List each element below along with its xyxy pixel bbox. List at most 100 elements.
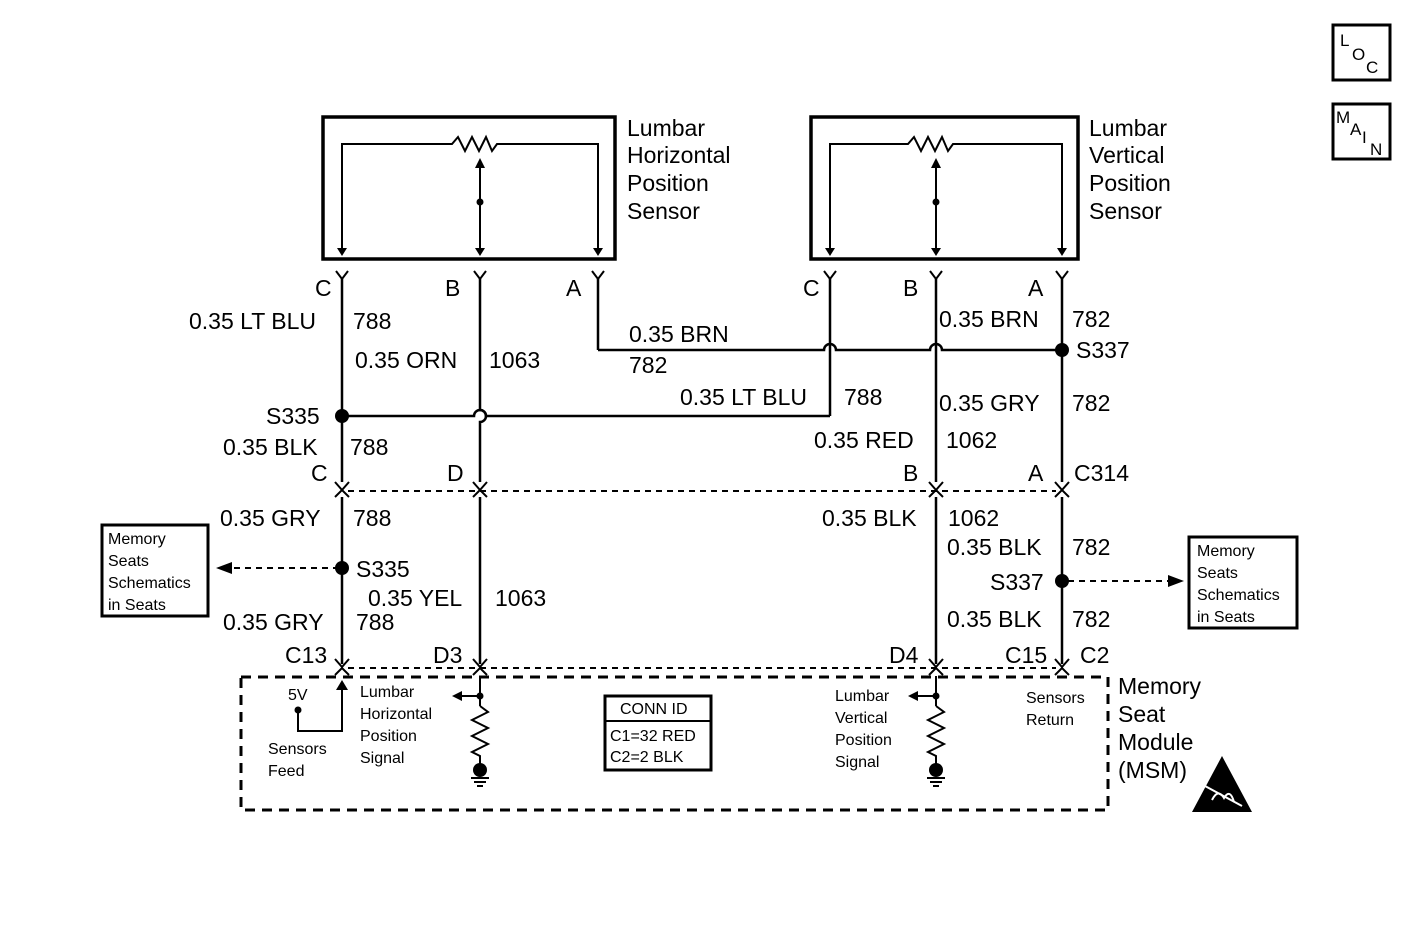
wire-ltblu-788b-color: 0.35 LT BLU xyxy=(680,384,807,410)
module-pin-c15: C15 xyxy=(1005,642,1047,668)
ref-right-line-4: in Seats xyxy=(1197,609,1255,626)
vert-sensor-label-2: Vertical xyxy=(1089,142,1164,168)
sensors-feed-label-2: Feed xyxy=(268,763,304,780)
conn-id-c2: C2=2 BLK xyxy=(610,749,684,766)
horiz-sensor-label-1: Lumbar xyxy=(627,115,705,141)
c314-pin-c: C xyxy=(311,460,328,486)
horiz-signal-label-4: Signal xyxy=(360,750,404,767)
wire-gry-788b-color: 0.35 GRY xyxy=(223,609,324,635)
vert-sensor-label-4: Sensor xyxy=(1089,198,1162,224)
splice-s335-top-dot xyxy=(335,409,349,423)
wire-blk-782-color: 0.35 BLK xyxy=(947,534,1042,560)
wire-ltblu-788-color: 0.35 LT BLU xyxy=(189,308,316,334)
loc-button[interactable]: L O C xyxy=(1331,23,1392,82)
wire-red-1062-color: 0.35 RED xyxy=(814,427,914,453)
module-pin-c2: C2 xyxy=(1080,642,1109,668)
module-connector xyxy=(334,658,1070,676)
horiz-sensor-label-2: Horizontal xyxy=(627,142,731,168)
horiz-signal-label-1: Lumbar xyxy=(360,684,415,701)
ref-left-line-4: in Seats xyxy=(108,597,166,614)
wire-gry-788-circuit: 788 xyxy=(353,505,391,531)
main-letter-i: I xyxy=(1362,128,1367,147)
conn-id-box: CONN ID C1=32 RED C2=2 BLK xyxy=(603,694,713,772)
vert-signal-label-1: Lumbar xyxy=(835,688,890,705)
splice-s337-top-dot xyxy=(1055,343,1069,357)
wire-blk-1062-circuit: 1062 xyxy=(948,505,999,531)
wires-upper xyxy=(335,279,1069,482)
wire-yel-1063-color: 0.35 YEL xyxy=(368,585,462,611)
c314-pin-b: B xyxy=(903,460,918,486)
module-label-2: Seat xyxy=(1118,701,1166,727)
splice-s337-top-label: S337 xyxy=(1076,337,1130,363)
vert-sensor-label-1: Lumbar xyxy=(1089,115,1167,141)
supply-5v-label: 5V xyxy=(288,687,308,704)
sensors-feed-circuit xyxy=(294,680,348,732)
horiz-sensor-label-4: Sensor xyxy=(627,198,700,224)
vert-signal-label-3: Position xyxy=(835,732,892,749)
horiz-sensor-label-3: Position xyxy=(627,170,709,196)
ref-right-line-2: Seats xyxy=(1197,565,1238,582)
wire-blk-1062-color: 0.35 BLK xyxy=(822,505,917,531)
memory-seats-ref-left[interactable]: Memory Seats Schematics in Seats xyxy=(100,523,210,618)
pin-v-b: B xyxy=(903,275,918,301)
lumbar-vertical-sensor xyxy=(809,115,1080,261)
sensors-return-label-2: Return xyxy=(1026,712,1074,729)
wire-blk-782b-color: 0.35 BLK xyxy=(947,606,1042,632)
module-pin-d3: D3 xyxy=(433,642,462,668)
sensors-return-label-1: Sensors xyxy=(1026,690,1085,707)
wire-blk-782b-circuit: 782 xyxy=(1072,606,1110,632)
splice-s337-bot-label: S337 xyxy=(990,569,1044,595)
memory-seats-ref-right[interactable]: Memory Seats Schematics in Seats xyxy=(1187,535,1299,630)
esd-warning-icon xyxy=(1192,756,1252,812)
ref-right-line-3: Schematics xyxy=(1197,587,1280,604)
wire-gry-782-circuit: 782 xyxy=(1072,390,1110,416)
main-letter-n: N xyxy=(1370,140,1382,159)
wire-yel-1063-circuit: 1063 xyxy=(495,585,546,611)
pin-h-b: B xyxy=(445,275,460,301)
vert-signal-label-4: Signal xyxy=(835,754,879,771)
loc-letter-l: L xyxy=(1340,31,1349,50)
vert-sensor-label-3: Position xyxy=(1089,170,1171,196)
ref-left-line-1: Memory xyxy=(108,531,166,548)
ref-right-line-1: Memory xyxy=(1197,543,1255,560)
wire-red-1062-circuit: 1062 xyxy=(946,427,997,453)
conn-id-title: CONN ID xyxy=(620,701,688,718)
pin-v-c: C xyxy=(803,275,820,301)
wires-lower xyxy=(216,497,1184,664)
pin-v-a: A xyxy=(1028,275,1044,301)
wire-ltblu-788b-circuit: 788 xyxy=(844,384,882,410)
splice-s335-bot-label: S335 xyxy=(356,556,410,582)
memory-seat-module xyxy=(239,675,1110,812)
wire-brn-782b-circuit: 782 xyxy=(1072,306,1110,332)
c314-label: C314 xyxy=(1074,460,1129,486)
pin-h-a: A xyxy=(566,275,582,301)
conn-id-c1: C1=32 RED xyxy=(610,728,696,745)
module-pin-c13: C13 xyxy=(285,642,327,668)
wire-ltblu-788-circuit: 788 xyxy=(353,308,391,334)
wire-gry-788b-circuit: 788 xyxy=(356,609,394,635)
splice-s335-top-label: S335 xyxy=(266,403,320,429)
horiz-signal-circuit xyxy=(452,676,491,787)
ref-left-line-2: Seats xyxy=(108,553,149,570)
loc-letter-c: C xyxy=(1366,58,1378,77)
wire-orn-1063-color: 0.35 ORN xyxy=(355,347,457,373)
wire-gry-788-color: 0.35 GRY xyxy=(220,505,321,531)
splice-s337-bot-dot xyxy=(1055,574,1069,588)
c314-pin-d: D xyxy=(447,460,464,486)
horiz-signal-label-3: Position xyxy=(360,728,417,745)
pin-h-c: C xyxy=(315,275,332,301)
lumbar-horizontal-sensor xyxy=(321,115,617,261)
ref-left-line-3: Schematics xyxy=(108,575,191,592)
wire-gry-782-color: 0.35 GRY xyxy=(939,390,1040,416)
main-letter-m: M xyxy=(1336,108,1350,127)
main-button[interactable]: M A I N xyxy=(1331,102,1392,161)
vert-signal-circuit xyxy=(908,676,947,787)
module-label-1: Memory xyxy=(1118,673,1202,699)
sensors-feed-label-1: Sensors xyxy=(268,741,327,758)
wire-brn-782b-color: 0.35 BRN xyxy=(939,306,1039,332)
module-label-4: (MSM) xyxy=(1118,757,1187,783)
wire-blk-782-circuit: 782 xyxy=(1072,534,1110,560)
vert-signal-label-2: Vertical xyxy=(835,710,887,727)
connector-c314 xyxy=(334,481,1070,498)
wire-brn-782-color: 0.35 BRN xyxy=(629,321,729,347)
